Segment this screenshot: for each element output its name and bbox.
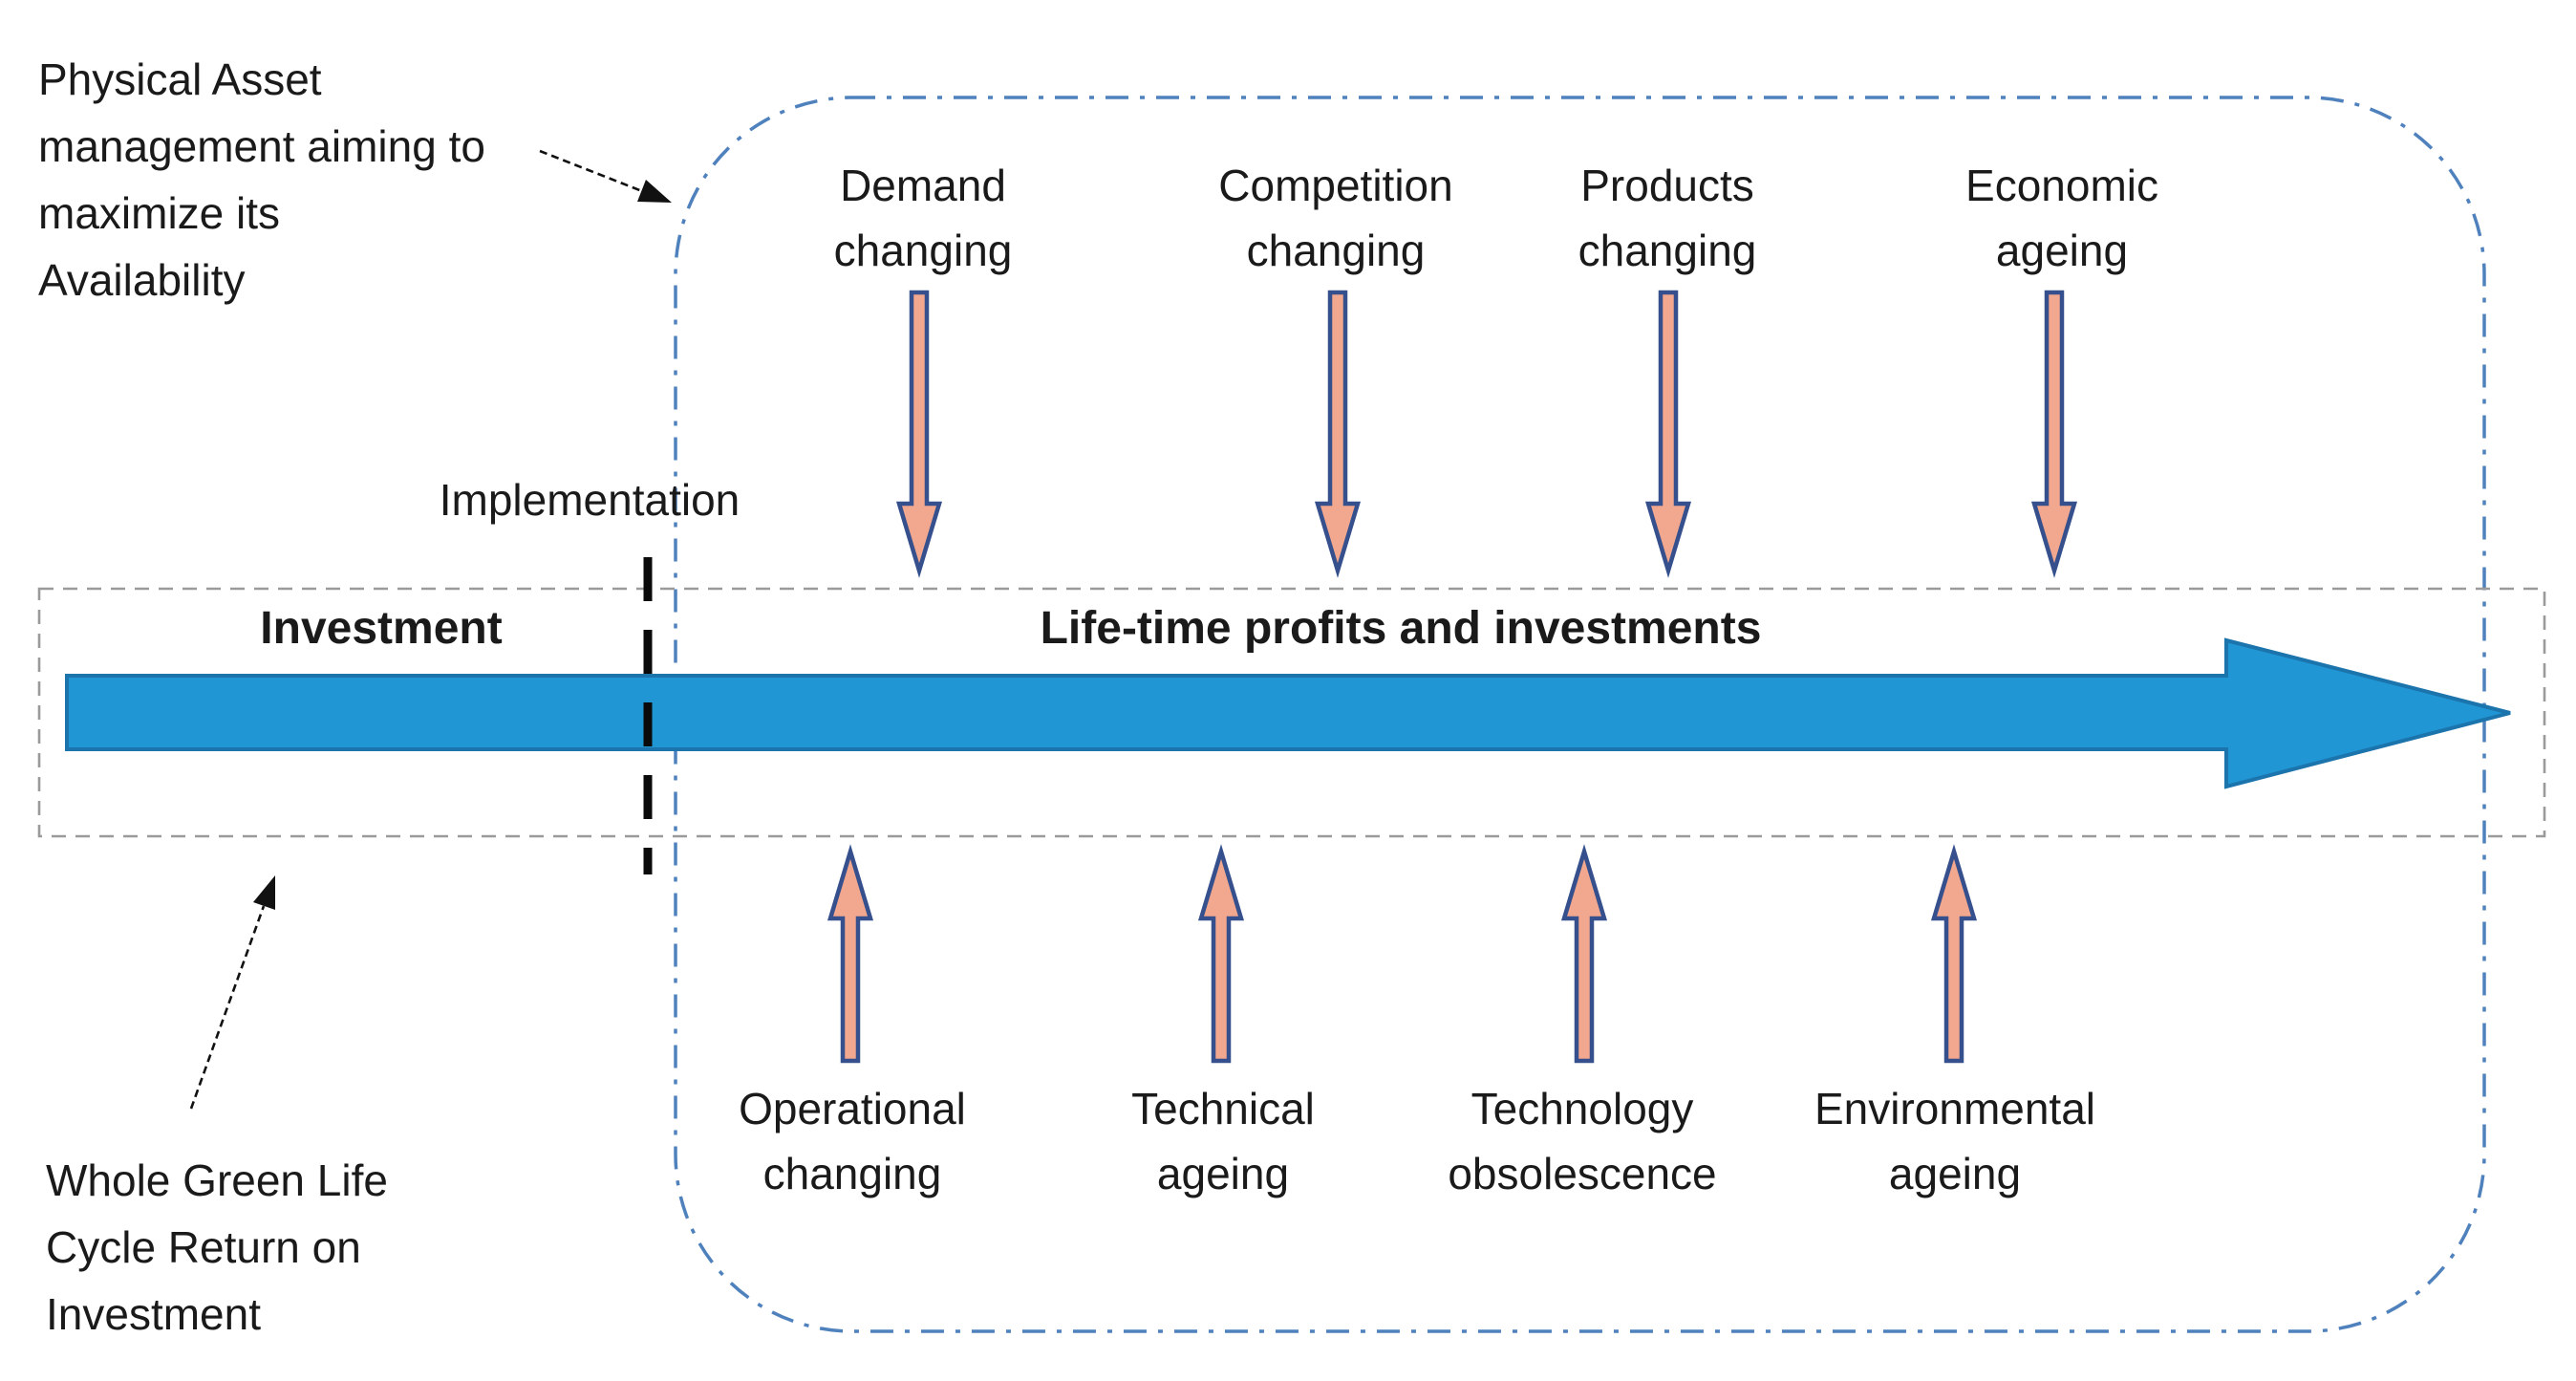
timeline-box: [37, 587, 2546, 838]
factor-line: changing: [833, 226, 1013, 275]
factor-line: Economic: [1965, 161, 2158, 210]
up-arrow-technical: [1197, 844, 1245, 1064]
annotation-line: Cycle Return on: [46, 1222, 361, 1272]
green-life-cycle-annotation-arrow: [189, 905, 266, 1110]
lifetime-profits-label: Life-time profits and investments: [1040, 603, 1762, 654]
factor-line: Technology: [1470, 1084, 1694, 1133]
down-arrow-demand: [895, 290, 943, 578]
factor-technology-obsolescence: Technology obsolescence: [1448, 1076, 1716, 1206]
implementation-label: Implementation: [439, 475, 741, 525]
factor-line: changing: [1246, 226, 1426, 275]
investment-label: Investment: [260, 603, 503, 654]
factor-line: Competition: [1218, 161, 1453, 210]
factor-line: Products: [1580, 161, 1754, 210]
factor-line: changing: [1578, 226, 1757, 275]
asset-management-annotation-arrowhead: [637, 180, 672, 203]
factor-demand-changing: Demand changing: [834, 153, 1013, 283]
asset-management-annotation-arrow: [539, 149, 643, 193]
down-arrow-products: [1644, 290, 1692, 578]
up-arrow-operational: [826, 844, 874, 1064]
annotation-line: Availability: [38, 255, 246, 305]
factor-line: Environmental: [1814, 1084, 2096, 1133]
factor-products-changing: Products changing: [1578, 153, 1757, 283]
lifecycle-boundary-box: [674, 96, 2486, 1333]
factor-economic-ageing: Economic ageing: [1965, 153, 2158, 283]
factor-environmental-ageing: Environmental ageing: [1814, 1076, 2095, 1206]
annotation-line: maximize its: [38, 188, 281, 238]
annotation-line: Whole Green Life: [46, 1155, 388, 1205]
factor-line: ageing: [1995, 226, 2129, 275]
factor-competition-changing: Competition changing: [1218, 153, 1452, 283]
annotation-line: Investment: [46, 1289, 261, 1339]
factor-line: ageing: [1156, 1149, 1290, 1198]
factor-line: Demand: [840, 161, 1006, 210]
asset-management-annotation: Physical Asset management aiming to maxi…: [38, 46, 485, 313]
factor-line: obsolescence: [1448, 1149, 1717, 1198]
timeline-arrow: [65, 637, 2511, 789]
factor-line: Operational: [739, 1084, 966, 1133]
green-life-cycle-annotation-arrowhead: [253, 875, 275, 910]
up-arrow-environmental: [1930, 844, 1978, 1064]
factor-operational-changing: Operational changing: [739, 1076, 966, 1206]
factor-line: Technical: [1131, 1084, 1315, 1133]
factor-line: ageing: [1888, 1149, 2022, 1198]
down-arrow-economic: [2030, 290, 2078, 578]
annotation-line: management aiming to: [38, 121, 485, 171]
factor-line: changing: [762, 1149, 942, 1198]
factor-technical-ageing: Technical ageing: [1131, 1076, 1315, 1206]
annotation-line: Physical Asset: [38, 54, 322, 104]
down-arrow-competition: [1314, 290, 1362, 578]
green-life-cycle-annotation: Whole Green Life Cycle Return on Investm…: [46, 1147, 388, 1348]
up-arrow-technology: [1560, 844, 1608, 1064]
